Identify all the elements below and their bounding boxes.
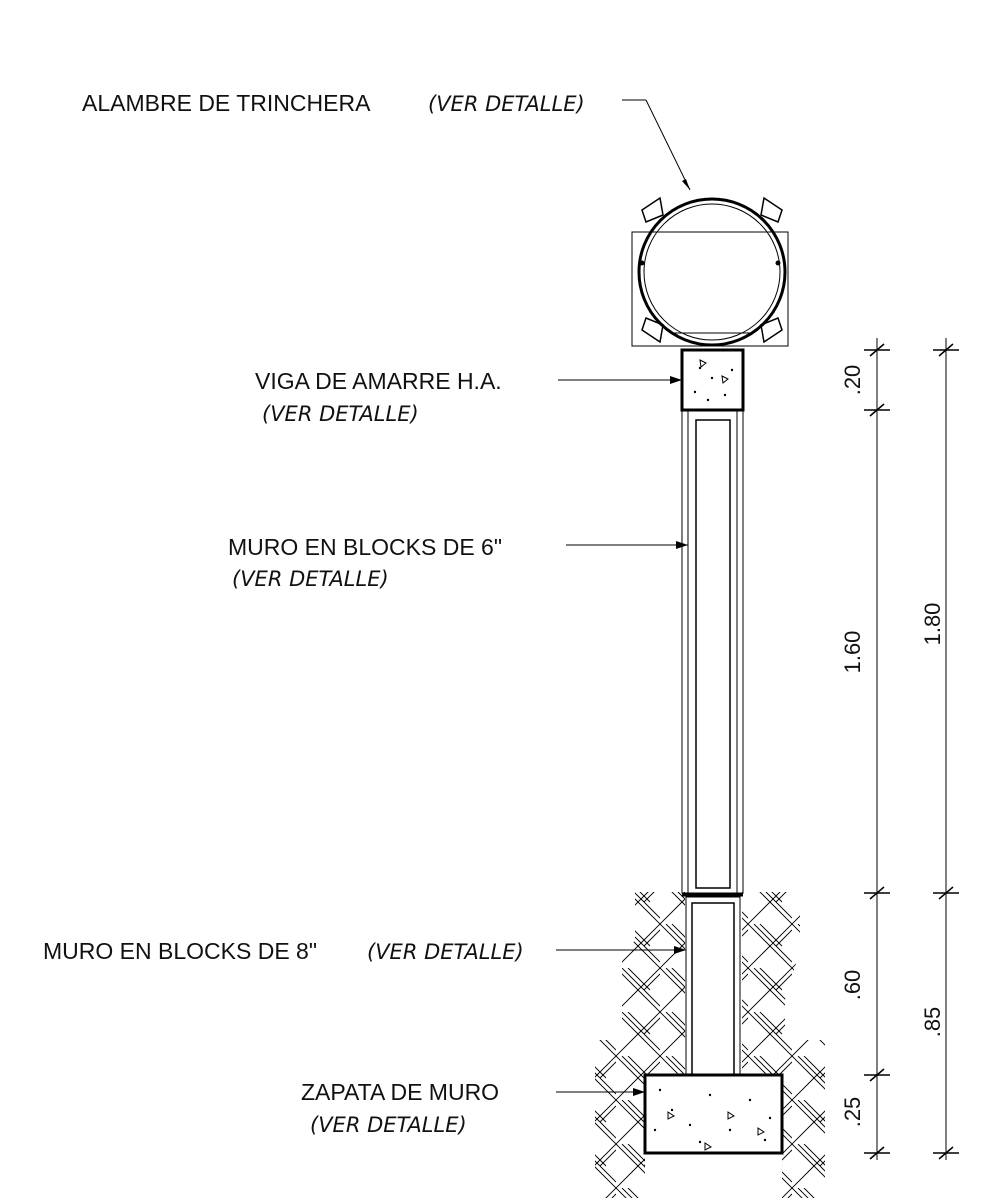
wall-footing (643, 1073, 784, 1155)
label-viga-ref: (VER DETALLE) (262, 402, 419, 426)
block-wall-8in (682, 893, 743, 1076)
label-alambre-ref: (VER DETALLE) (428, 92, 585, 116)
dim-muro-6: 1.60 (840, 631, 865, 674)
label-muro8-ref: (VER DETALLE) (367, 940, 524, 964)
dimension-lines (864, 338, 959, 1160)
dim-muro-8: .60 (840, 970, 865, 1001)
label-zapata-ref: (VER DETALLE) (310, 1113, 467, 1137)
dim-viga: .20 (840, 365, 865, 396)
label-muro6-ref: (VER DETALLE) (232, 567, 389, 591)
label-viga: VIGA DE AMARRE H.A. (255, 368, 502, 394)
leader-lines (556, 99, 691, 1096)
tie-beam (680, 348, 745, 412)
label-alambre: ALAMBRE DE TRINCHERA (82, 90, 371, 116)
soil-hatch (595, 892, 825, 1198)
dim-total-above: 1.80 (920, 603, 945, 646)
block-wall-6in (681, 409, 744, 894)
dim-total-below: .85 (920, 1007, 945, 1038)
label-muro8: MURO EN BLOCKS DE 8" (43, 938, 317, 964)
label-zapata: ZAPATA DE MURO (301, 1079, 499, 1105)
label-muro6: MURO EN BLOCKS DE 6" (228, 534, 502, 560)
dim-zapata: .25 (840, 1097, 865, 1128)
trench-wire-coil (631, 196, 789, 347)
